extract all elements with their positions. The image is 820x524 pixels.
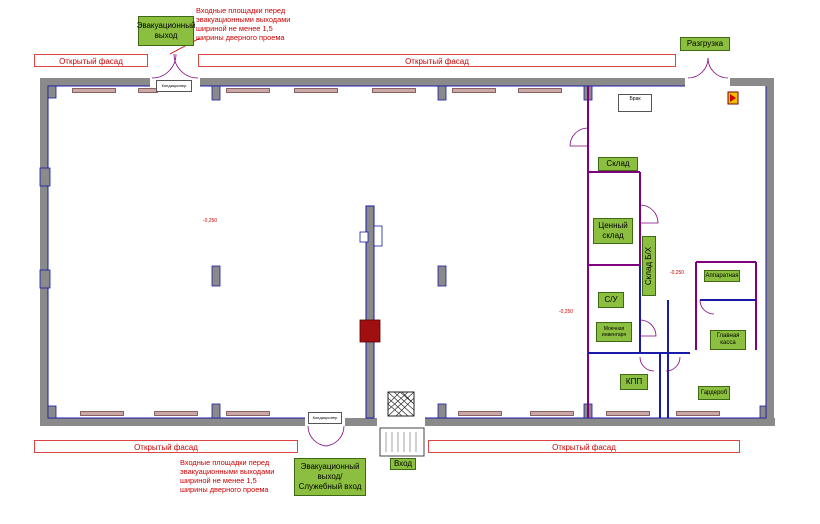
facade-bottom-right: Открытый фасад: [428, 440, 740, 453]
note-top: Входные площадки перед эвакуационными вы…: [196, 6, 290, 42]
wall-edges: [47, 85, 767, 419]
window: [294, 88, 338, 93]
note-line: ширины дверного проема: [196, 33, 285, 42]
note-bottom: Входные площадки перед эвакуационными вы…: [180, 458, 274, 494]
window: [72, 88, 116, 93]
note-line: ширины дверного проема: [180, 485, 269, 494]
label-cleaning: Моечная инвентаря: [596, 322, 632, 342]
label-warehouse: Склад: [598, 157, 638, 171]
facade-top-left: Открытый фасад: [34, 54, 148, 67]
label-wc: С/У: [598, 292, 624, 308]
window: [138, 88, 158, 93]
label-evac-bottom: Эвакуационный выход/ Служебный вход: [294, 458, 366, 496]
elevation-center: -0,250: [558, 309, 574, 315]
entrance-hatch: [379, 391, 425, 457]
window: [226, 411, 270, 416]
label-warehouse-bh: Склад Б/Х: [642, 236, 656, 296]
window: [458, 411, 502, 416]
warehouse-bh-text: Склад Б/Х: [644, 246, 653, 286]
label-valuables: Ценный склад: [593, 218, 633, 244]
window: [372, 88, 416, 93]
label-defect: Брак: [618, 94, 652, 112]
label-entrance: Вход: [390, 458, 416, 470]
window: [518, 88, 562, 93]
label-wardrobe: Гардероб: [698, 386, 730, 400]
window: [676, 411, 720, 416]
doors: [151, 53, 729, 447]
columns: [211, 265, 447, 287]
note-line: эвакуационными выходами: [180, 467, 275, 476]
window: [80, 411, 124, 416]
label-main-cash: Главная касса: [710, 330, 746, 350]
elevation-right: -0,250: [669, 270, 685, 276]
right-partitions: [587, 86, 757, 418]
note-top-arrow: [169, 37, 201, 55]
fire-icon: [727, 91, 739, 105]
label-evac-top: Эвакуационный выход: [137, 16, 195, 46]
outer-walls: [40, 78, 775, 426]
right-partitions-blue: [588, 265, 756, 418]
facade-bottom-left: Открытый фасад: [34, 440, 298, 453]
label-checkpoint: КПП: [620, 374, 648, 390]
note-line: Входные площадки перед: [180, 458, 270, 467]
wall-pillars: [39, 85, 767, 419]
note-line: эвакуационными выходами: [196, 15, 291, 24]
window: [226, 88, 270, 93]
window: [606, 411, 650, 416]
label-hardware: Аппаратная: [704, 270, 740, 282]
note-line: Входные площадки перед: [196, 6, 286, 15]
note-line: шириной не менее 1,5: [180, 476, 257, 485]
window: [530, 411, 574, 416]
center-partition: [359, 205, 383, 419]
facade-top-center: Открытый фасад: [198, 54, 676, 67]
label-unloading: Разгрузка: [680, 37, 730, 51]
label-conditioner: Кондиционер: [156, 80, 192, 92]
window: [452, 88, 496, 93]
window: [154, 411, 198, 416]
note-line: шириной не менее 1,5: [196, 24, 273, 33]
label-conditioner-bottom: Кондиционер: [308, 412, 342, 424]
elevation-main: -0,250: [202, 218, 218, 224]
